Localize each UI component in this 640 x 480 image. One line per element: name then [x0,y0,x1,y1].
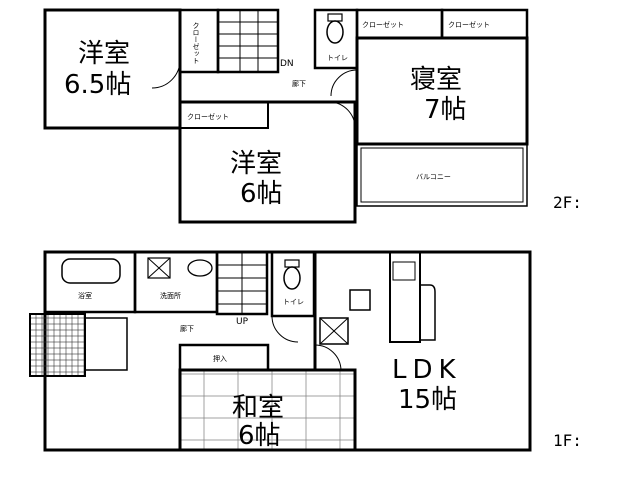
door-arc-1f-b [271,315,299,343]
ldk-name: LDK [392,355,462,385]
room-west-2f-wall [43,8,182,130]
door-arc-1f-a [314,344,342,371]
bedroom-name: 寝室 [410,65,462,95]
bedroom-size: 7帖 [424,95,467,125]
closet-right1-label: クローゼット [362,20,404,29]
stair-2f [216,8,280,74]
dn-label: DN [280,59,294,69]
toilet-2f-icon [326,20,344,44]
fridge [319,317,349,345]
toilet-1f-icon [283,266,301,290]
room-west-2f-name: 洋室 [78,39,130,69]
oshiire-label: 押入 [213,354,227,363]
balcony-label: バルコニー [416,173,451,181]
floor-2 [43,8,529,224]
bath-label: 浴室 [78,291,92,300]
toilet-1f-label: トイレ [283,298,304,306]
floor2-label: 2F: [553,193,582,212]
closet-center-wall [179,101,269,129]
ldk-size: 15帖 [398,385,457,415]
closet-vertical-label: クローゼット [192,22,200,64]
closet-right2-label: クローゼット [448,20,490,29]
up-label: UP [236,317,249,327]
door-arc-2f-c [330,69,358,97]
balcony-wall [356,143,528,207]
washroom-label: 洗面所 [160,291,181,300]
kitchen-island [419,284,436,341]
room-center-2f-name: 洋室 [230,149,282,179]
floor-1 [29,250,532,452]
room-center-2f-size: 6帖 [240,179,283,209]
bath-wall [43,250,137,314]
washitsu-name: 和室 [232,393,284,423]
toilet-2f-label: トイレ [327,54,348,62]
closet-center-label: クローゼット [187,112,229,121]
room-west-2f-size: 6.5帖 [64,70,131,100]
hall-2f-label: 廊下 [292,79,306,88]
washitsu-size: 6帖 [238,421,281,451]
toilet-1f-wall [270,250,316,318]
oshiire-wall [178,343,270,372]
entrance-tile [29,313,86,377]
hall-1f-label: 廊下 [180,324,194,333]
door-arc-2f-b [329,101,356,129]
floor1-label: 1F: [553,431,582,450]
door-arc-2f-a [151,59,181,89]
